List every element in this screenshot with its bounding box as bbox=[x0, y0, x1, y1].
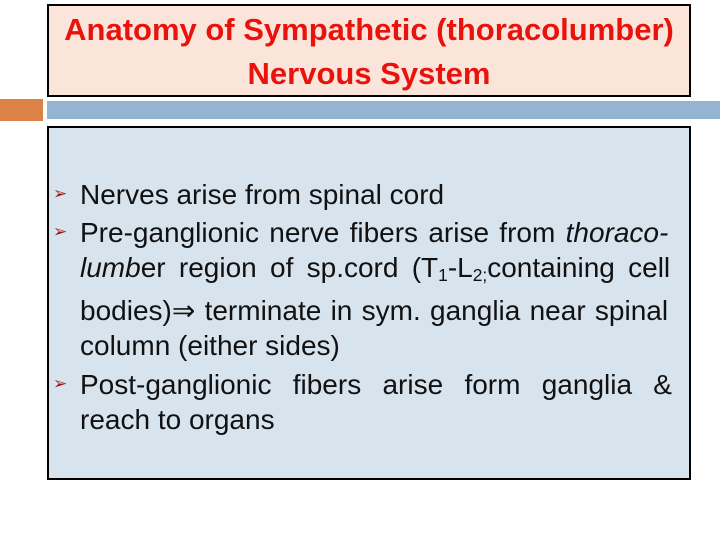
title-box: Anatomy of Sympathetic (thoracolumber) N… bbox=[47, 4, 691, 97]
bullet-text-line: column (either sides) bbox=[80, 329, 340, 361]
title-line-1: Anatomy of Sympathetic (thoracolumber) bbox=[64, 12, 674, 47]
bullet-text-line: Nerves arise from spinal cord bbox=[80, 179, 445, 210]
bullet-list: ➢ Nerves arise from spinal cord ➢ Pre-gangl… bbox=[53, 177, 672, 437]
bullet-item: ➢ Pre-ganglionic nerve fibers arise from … bbox=[53, 215, 671, 363]
bullet-text-line: Post-ganglionic fibers arise form gangli… bbox=[80, 368, 672, 400]
bullet-text-line: lumber region of sp.cord (T1-L2;containi… bbox=[80, 252, 671, 285]
bullet-item: ➢ Post-ganglionic fibers arise form gangl… bbox=[53, 367, 672, 437]
bullet-arrow-icon: ➢ bbox=[53, 373, 68, 393]
bullet-text-line: reach to organs bbox=[80, 403, 275, 435]
bullet-item: ➢ Nerves arise from spinal cord bbox=[53, 177, 665, 212]
content-box: ➢ Nerves arise from spinal cord ➢ Pre-gangl… bbox=[47, 126, 691, 480]
bullet-text-line: Pre-ganglionic nerve fibers arise from t… bbox=[80, 217, 669, 248]
bullet-text-line: bodies)⇒ terminate in sym. ganglia near … bbox=[80, 294, 669, 326]
bullet-arrow-icon: ➢ bbox=[53, 222, 68, 241]
bullet-arrow-icon: ➢ bbox=[53, 184, 68, 203]
accent-bar-blue bbox=[47, 101, 720, 119]
accent-bar-orange bbox=[0, 99, 43, 121]
title-line-2: Nervous System bbox=[247, 56, 491, 91]
